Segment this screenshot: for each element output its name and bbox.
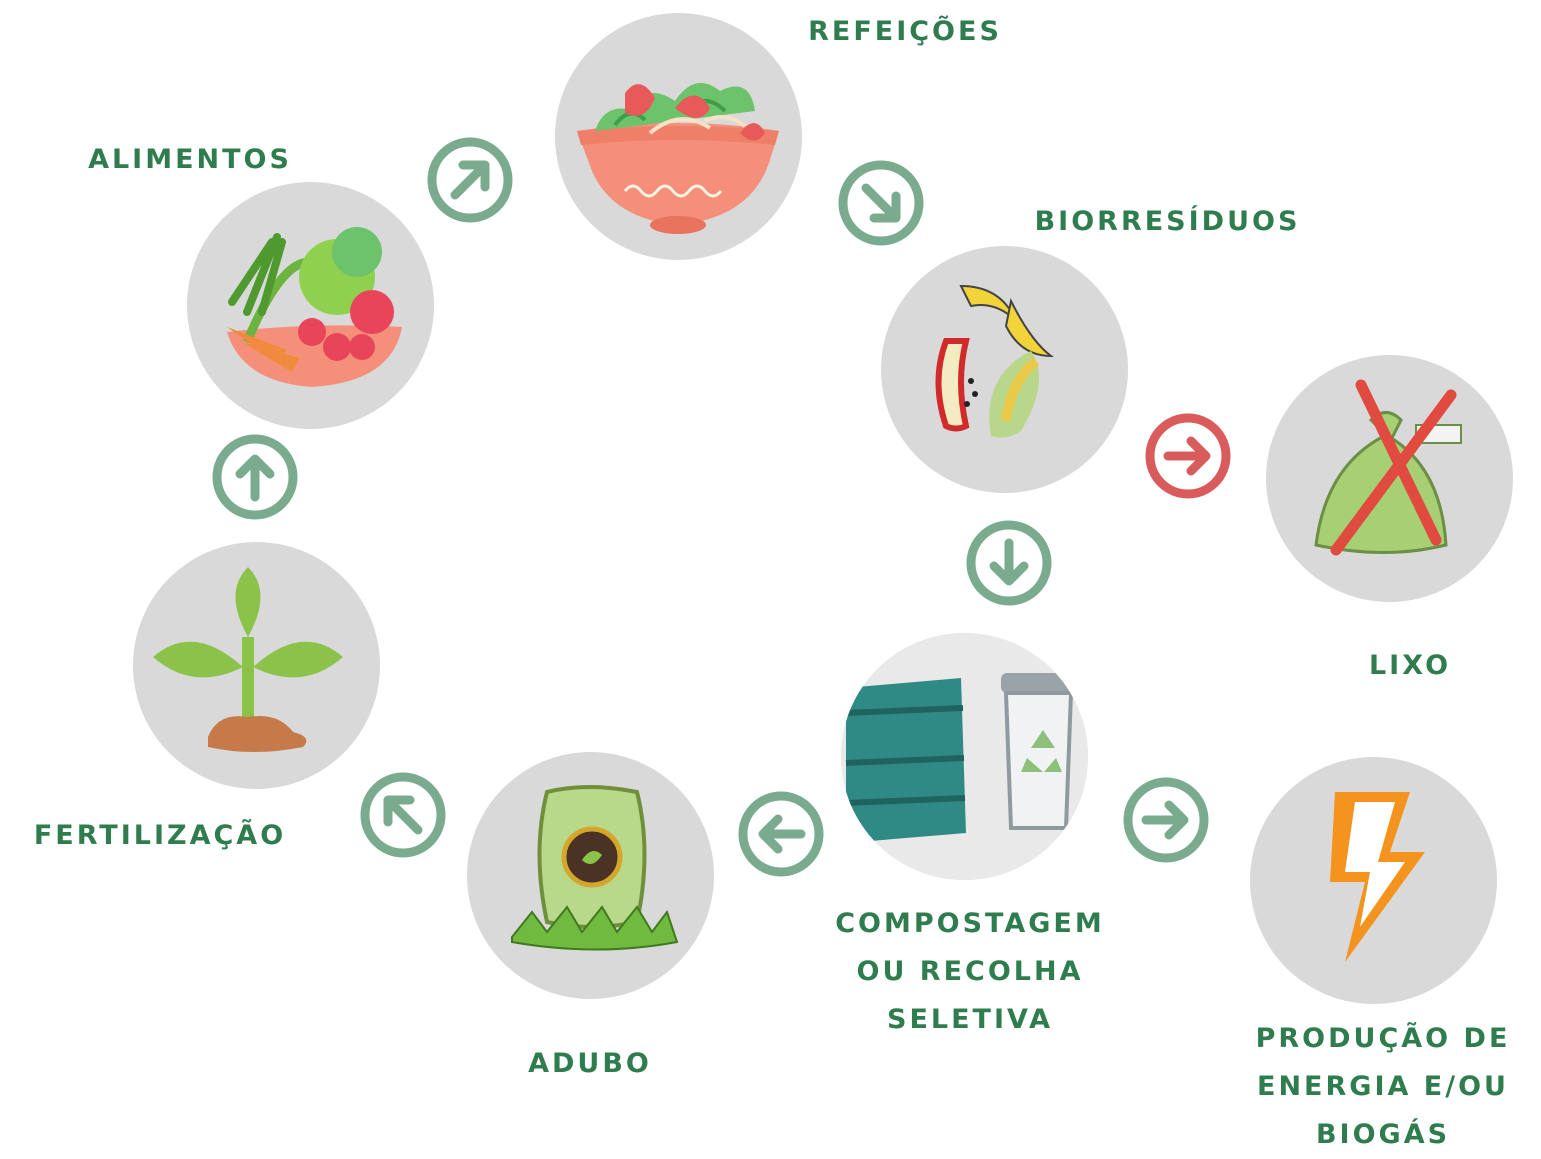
fertilizer-sack-icon (511, 785, 679, 951)
energia-label-line: ENERGIA E/OU (1257, 1071, 1509, 1102)
arrow-up-right-icon (425, 135, 515, 225)
energia-label-line: PRODUÇÃO DE (1255, 1023, 1511, 1054)
fertilizacao-node (133, 542, 380, 789)
arrow-right-red-icon (1143, 411, 1233, 501)
compostagem-label-line: OU RECOLHA (856, 956, 1084, 987)
arrow-down-icon (964, 518, 1054, 608)
compostagem-label-line: COMPOSTAGEM (835, 908, 1105, 939)
biorresiduos-node (881, 246, 1128, 493)
fertilizacao-label: FERTILIZAÇÃO (33, 820, 287, 851)
compostagem-node (841, 633, 1088, 880)
lightning-bolt-icon (1330, 792, 1425, 962)
alimentos-node (187, 182, 434, 429)
sprout-icon (153, 567, 343, 752)
food-scraps-icon (935, 284, 1055, 438)
refeicoes-node (555, 13, 802, 260)
adubo-node (467, 752, 714, 999)
biorresiduos-label: BIORRESÍDUOS (1034, 206, 1301, 237)
arrow-left-icon (736, 789, 826, 879)
energia-node (1250, 757, 1497, 1004)
compostagem-label-line: SELETIVA (887, 1004, 1053, 1035)
compostagem-label: COMPOSTAGEM OU RECOLHA SELETIVA (790, 900, 1150, 1044)
crossed-trash-bag-icon (1314, 379, 1462, 556)
arrow-up-left-icon (358, 770, 448, 860)
adubo-label: ADUBO (528, 1048, 652, 1079)
refeicoes-label: REFEIÇÕES (808, 16, 1002, 47)
arrow-down-right-icon (836, 158, 926, 248)
alimentos-label: ALIMENTOS (88, 144, 292, 175)
energia-label-line: BIOGÁS (1315, 1119, 1451, 1150)
lixo-label: LIXO (1368, 650, 1452, 681)
lixo-node (1266, 355, 1513, 602)
arrow-right-icon (1121, 775, 1211, 865)
salad-bowl-icon (577, 83, 779, 234)
arrow-up-icon (210, 432, 300, 522)
energia-label: PRODUÇÃO DE ENERGIA E/OU BIOGÁS (1225, 1015, 1541, 1159)
vegetable-basket-icon (227, 227, 402, 387)
compost-bin-icon (841, 633, 1088, 880)
